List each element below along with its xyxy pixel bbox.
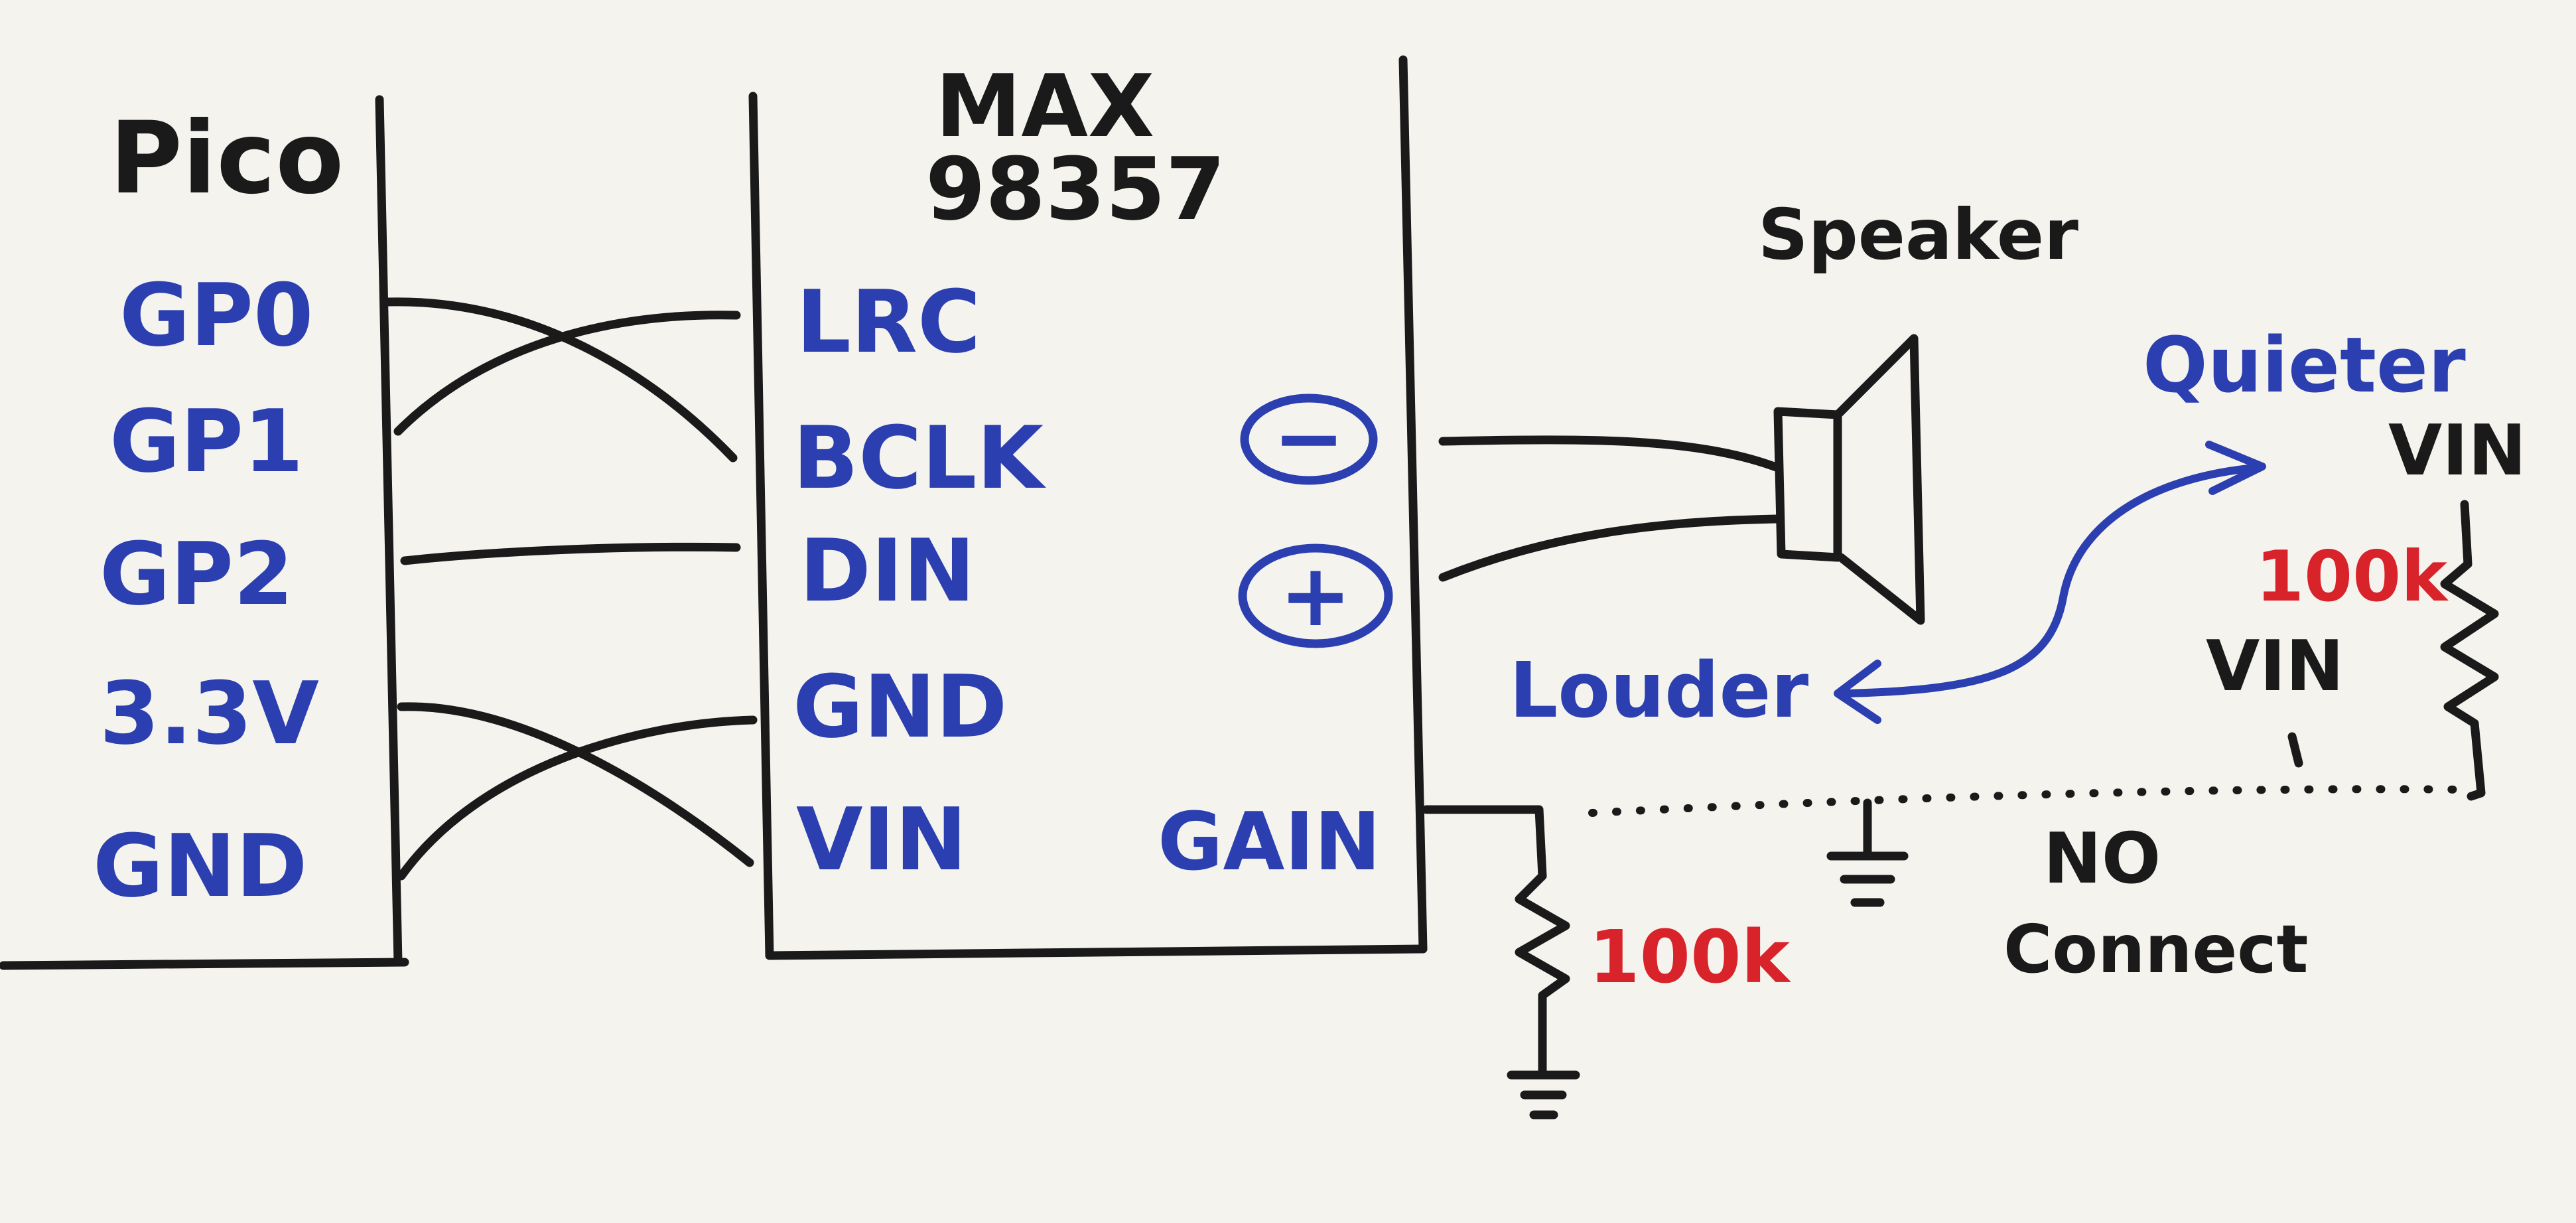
speaker-cone: [1833, 334, 1925, 625]
pico-title: Pico: [109, 101, 344, 216]
pico-pin-gnd: GND: [93, 816, 307, 916]
pico-pin-gp2: GP2: [100, 524, 293, 624]
pico-board-bottom: [0, 958, 409, 970]
max-pin-bclk: BCLK: [793, 407, 1046, 508]
max-pin-gnd: GND: [793, 656, 1007, 757]
plus-terminal: +: [1238, 543, 1393, 648]
wire-3v3-vin: [397, 702, 754, 867]
quieter-louder-arrow-line: [1840, 464, 2260, 697]
wire-gp2-din: [400, 542, 741, 565]
louder-label: Louder: [1509, 646, 1808, 735]
gain-wire: [1422, 805, 1547, 881]
speaker-wire-plus: [1438, 514, 1783, 582]
max-pin-gain: GAIN: [1158, 796, 1381, 889]
wire-gp0-bclk: [383, 297, 738, 463]
max-board-left-edge: [748, 92, 774, 960]
ground-symbol-bottom: [1507, 1070, 1580, 1119]
minus-terminal-circle: [1240, 394, 1378, 485]
resistor-bottom-label: 100k: [1589, 914, 1792, 999]
max-title-line2: 98357: [925, 139, 1225, 240]
pico-board-edge: [375, 95, 403, 967]
louder-arrowhead: [1834, 660, 1881, 724]
gain-option-dotted-line: [1588, 785, 2475, 817]
speaker-label: Speaker: [1758, 194, 2078, 275]
speaker: Speaker: [1438, 194, 2078, 625]
vin-mid-label: VIN: [2206, 626, 2344, 707]
quieter-arrowhead: [2205, 441, 2266, 495]
max-board-right-edge: [1398, 55, 1428, 954]
max-board-bottom: [765, 944, 1428, 960]
wire-gnd-gnd: [397, 715, 758, 881]
pico-pin-gp0: GP0: [119, 265, 313, 366]
no-connect-line1: NO: [2043, 818, 2161, 899]
pico-board: Pico GP0 GP1 GP2 3.3V GND: [0, 95, 409, 970]
speaker-body: [1773, 407, 1842, 562]
quieter-label: Quieter: [2143, 321, 2466, 410]
vin-top-label: VIN: [2388, 410, 2526, 491]
max-pin-lrc: LRC: [796, 271, 981, 372]
pico-max-wires: [383, 297, 758, 881]
ground-symbol-middle: [1826, 798, 1909, 907]
minus-terminal-symbol: −: [1273, 388, 1345, 488]
max98357-board: MAX 98357 LRC BCLK DIN GND VIN GAIN − +: [748, 55, 1428, 960]
wire-gp1-lrc: [393, 311, 741, 436]
pico-pin-3v3: 3.3V: [100, 663, 319, 764]
minus-terminal: −: [1240, 388, 1378, 488]
max-pin-din: DIN: [799, 520, 975, 621]
max-title-line1: MAX: [935, 56, 1154, 157]
resistor-top-zigzag: [2440, 500, 2499, 801]
gain-network: 100k NO Connect VIN VIN 100k Quieter Lou…: [1422, 321, 2526, 1119]
pico-pin-gp1: GP1: [109, 391, 303, 492]
vin-mid-tick: [2287, 732, 2303, 768]
plus-terminal-symbol: +: [1280, 545, 1352, 646]
max-pin-vin: VIN: [796, 789, 967, 890]
speaker-wire-minus: [1438, 435, 1783, 472]
no-connect-line2: Connect: [2003, 910, 2308, 988]
plus-terminal-circle: [1238, 543, 1393, 648]
resistor-bottom-zigzag: [1515, 871, 1570, 1076]
resistor-top-label: 100k: [2256, 536, 2449, 617]
